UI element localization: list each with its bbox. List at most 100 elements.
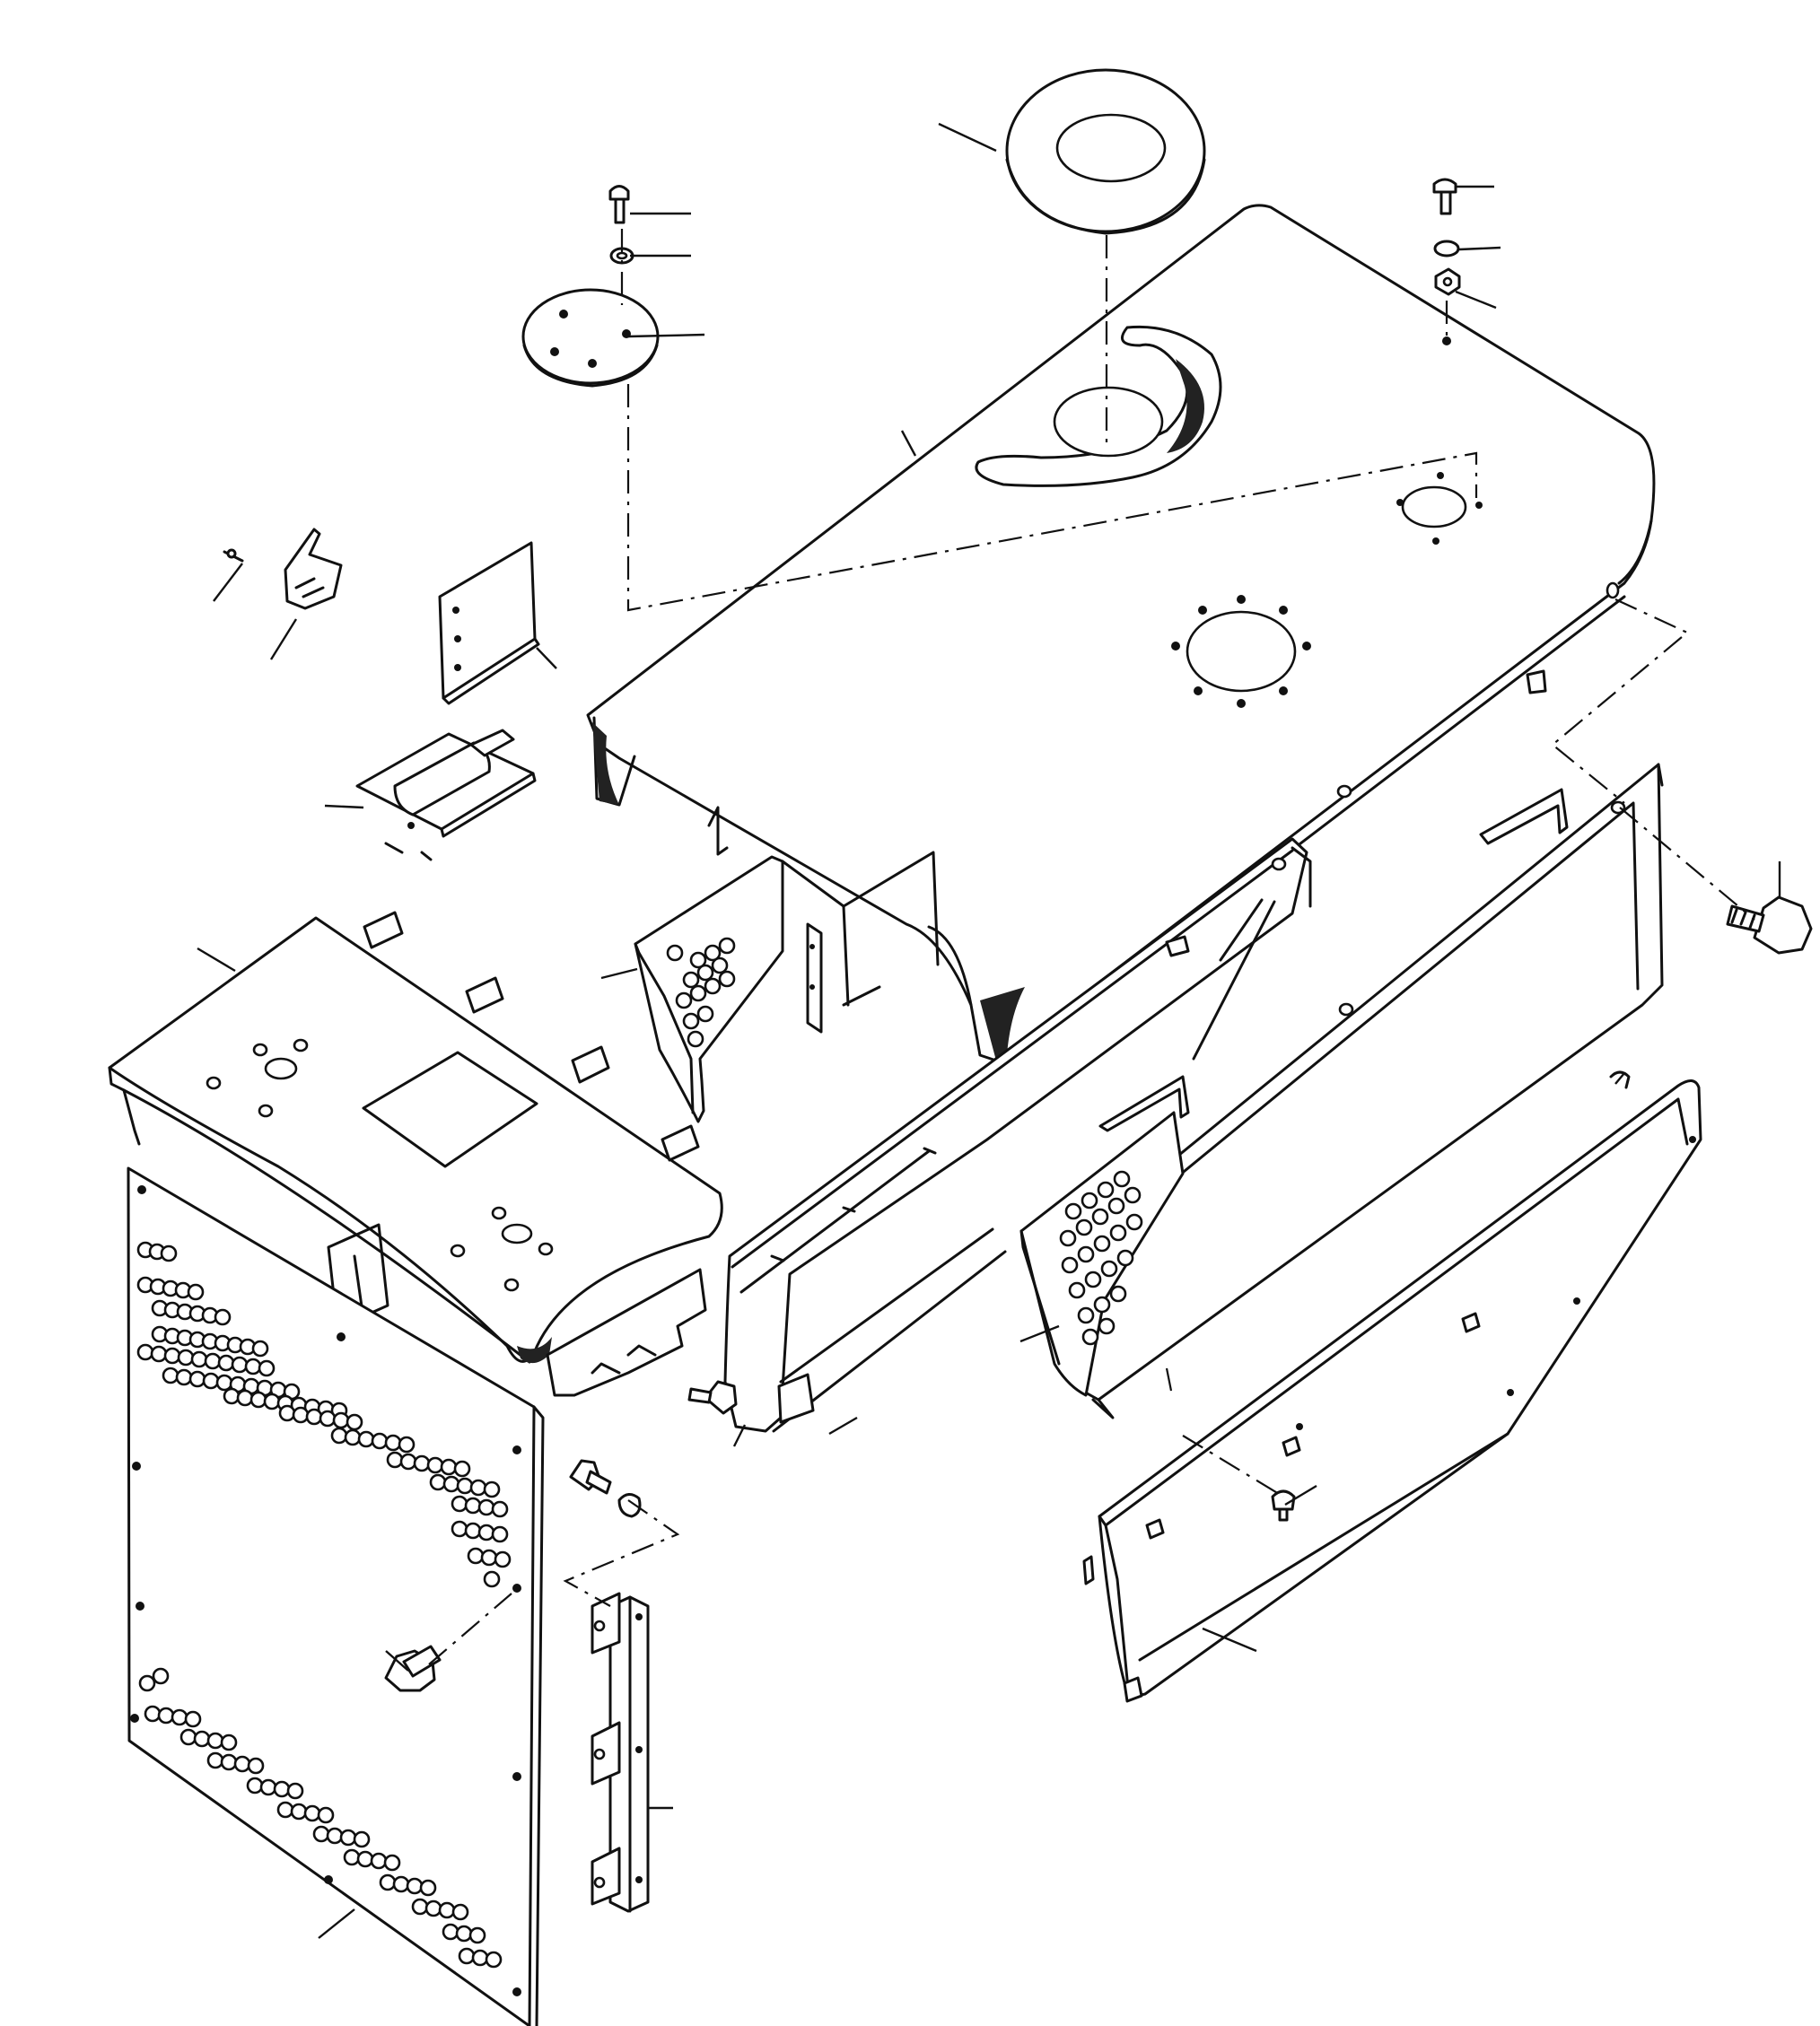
vent-hole bbox=[477, 1524, 495, 1541]
vent-hole bbox=[273, 1780, 291, 1798]
vent-hole bbox=[696, 964, 714, 982]
vent-hole bbox=[483, 1480, 501, 1498]
vent-hole bbox=[1113, 1170, 1131, 1188]
vent-hole bbox=[442, 1475, 460, 1493]
vent-hole bbox=[233, 1755, 251, 1773]
vent-hole bbox=[1084, 1271, 1102, 1288]
vent-screen-left bbox=[634, 806, 940, 1123]
vent-hole bbox=[193, 1730, 211, 1748]
vent-hole bbox=[458, 1947, 476, 1965]
vent-hole bbox=[426, 1456, 444, 1474]
vent-hole bbox=[383, 1854, 401, 1872]
vent-hole bbox=[163, 1347, 181, 1365]
vent-hole bbox=[1093, 1296, 1111, 1314]
vent-hole bbox=[1081, 1328, 1099, 1346]
vent-hole bbox=[204, 1352, 222, 1370]
vent-hole bbox=[346, 1413, 363, 1431]
vent-hole bbox=[356, 1850, 374, 1868]
vent-hole bbox=[175, 1368, 193, 1386]
vent-hole bbox=[1116, 1249, 1134, 1267]
vent-hole bbox=[370, 1852, 388, 1870]
vent-hole bbox=[319, 1410, 337, 1428]
vent-hole bbox=[718, 970, 736, 988]
vent-hole bbox=[1100, 1260, 1118, 1278]
vent-hole bbox=[278, 1404, 296, 1422]
bracket-plate bbox=[438, 541, 540, 705]
vent-hole bbox=[384, 1434, 402, 1452]
hinge-assembly bbox=[355, 729, 537, 861]
vent-screen-right bbox=[1019, 1111, 1185, 1419]
vent-hole bbox=[184, 1710, 202, 1728]
vent-hole bbox=[312, 1825, 330, 1843]
vent-hole bbox=[1068, 1281, 1086, 1299]
vent-hole bbox=[1097, 1181, 1115, 1199]
vent-hole bbox=[1098, 1317, 1116, 1335]
vent-hole bbox=[467, 1547, 485, 1565]
vent-hole bbox=[471, 1949, 489, 1967]
vent-hole bbox=[317, 1806, 335, 1824]
vent-hole bbox=[1077, 1245, 1095, 1263]
vent-hole bbox=[357, 1430, 375, 1448]
vent-hole bbox=[413, 1454, 431, 1472]
assembly-center-lines bbox=[428, 229, 1755, 1665]
vent-hole bbox=[1093, 1235, 1111, 1253]
vent-hole bbox=[1107, 1197, 1125, 1215]
callout-leaders bbox=[197, 122, 1781, 1939]
small-mount-plate bbox=[521, 288, 660, 388]
vent-hole bbox=[386, 1451, 404, 1469]
washer-right bbox=[1433, 240, 1460, 258]
vent-hole bbox=[246, 1777, 264, 1795]
vent-hole bbox=[477, 1498, 495, 1516]
vent-hole bbox=[480, 1549, 498, 1567]
vent-hole bbox=[483, 1570, 501, 1588]
right-side-door bbox=[1075, 763, 1664, 1402]
vent-hole bbox=[276, 1801, 294, 1819]
vent-hole bbox=[244, 1358, 262, 1375]
vent-hole bbox=[220, 1753, 238, 1771]
top-bolt-right bbox=[1432, 178, 1457, 215]
vent-hole bbox=[343, 1848, 361, 1866]
vent-hole bbox=[206, 1732, 224, 1750]
round-cover-plate bbox=[1005, 68, 1206, 235]
vent-hole bbox=[1109, 1285, 1127, 1303]
hood-cover bbox=[586, 204, 1656, 1076]
vent-hole bbox=[424, 1899, 442, 1917]
vent-hole bbox=[1109, 1224, 1127, 1242]
hex-bolt-right bbox=[1726, 895, 1813, 955]
front-vent-panel bbox=[127, 1166, 545, 2026]
vent-hole bbox=[190, 1350, 208, 1368]
vent-hole bbox=[263, 1393, 281, 1410]
vent-hole bbox=[259, 1778, 277, 1796]
vent-hole bbox=[247, 1757, 265, 1775]
small-screw bbox=[1271, 1489, 1296, 1522]
vent-hole bbox=[398, 1436, 416, 1454]
vent-hole bbox=[485, 1951, 503, 1969]
vent-hole bbox=[292, 1406, 310, 1424]
right-side-cover bbox=[1082, 1070, 1702, 1703]
vent-hole bbox=[379, 1873, 397, 1891]
vent-hole bbox=[171, 1708, 188, 1726]
vent-hole bbox=[251, 1340, 269, 1358]
vent-hole bbox=[215, 1374, 233, 1392]
vent-hole bbox=[464, 1522, 482, 1540]
vent-hole bbox=[411, 1898, 429, 1916]
vent-hole bbox=[290, 1803, 308, 1821]
vent-hole bbox=[1077, 1306, 1095, 1324]
vent-hole bbox=[202, 1372, 220, 1390]
vent-hole bbox=[231, 1356, 249, 1374]
vent-hole bbox=[406, 1877, 424, 1895]
vent-hole bbox=[330, 1427, 348, 1445]
vent-hole bbox=[682, 1012, 700, 1030]
vent-hole bbox=[160, 1244, 178, 1262]
vent-hole bbox=[666, 944, 684, 962]
vent-hole bbox=[442, 1923, 459, 1941]
vent-hole bbox=[344, 1428, 362, 1446]
vent-hole bbox=[162, 1367, 179, 1384]
vent-hole bbox=[451, 1520, 468, 1538]
vent-hole bbox=[468, 1926, 486, 1944]
vent-hole bbox=[187, 1283, 205, 1301]
vent-hole bbox=[220, 1733, 238, 1751]
vent-hole bbox=[177, 1349, 195, 1367]
vent-hole bbox=[455, 1925, 473, 1943]
